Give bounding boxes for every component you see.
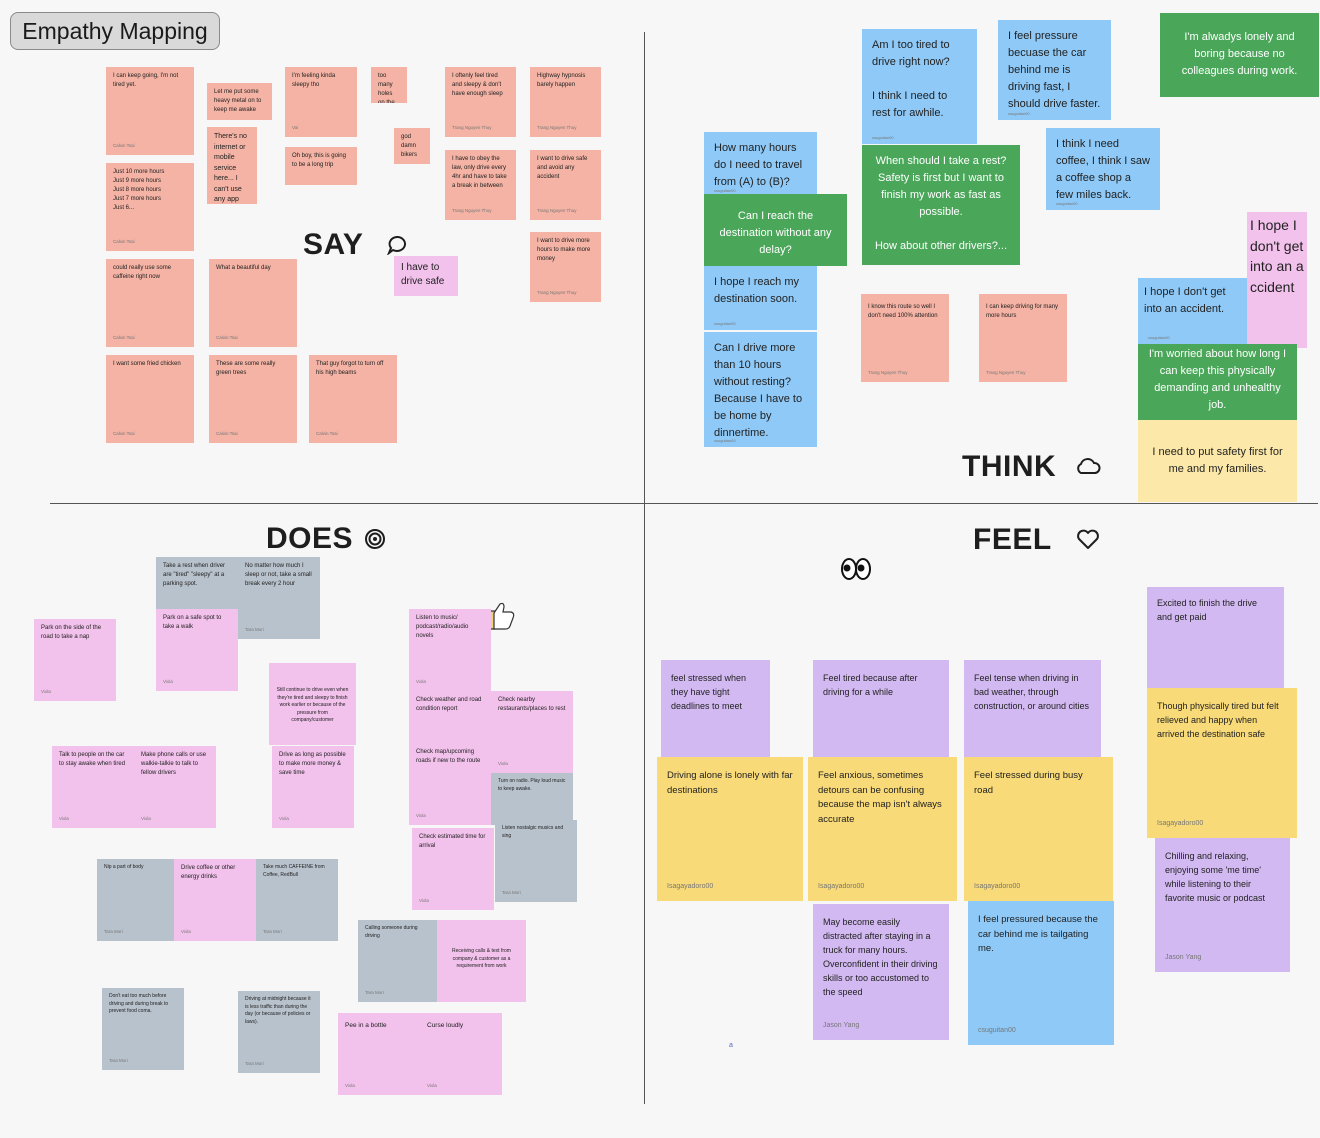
sticky-note[interactable]: Can I reach the destination without any … <box>704 194 847 266</box>
sticky-note[interactable]: I hope I don't get into an accident.csug… <box>1138 278 1247 344</box>
board-title[interactable]: Empathy Mapping <box>10 12 220 50</box>
sticky-note[interactable]: god damn bikers <box>394 128 430 164</box>
sticky-note[interactable]: Excited to finish the drive and get paid <box>1147 587 1284 691</box>
sticky-note[interactable]: too many holes on the road <box>371 67 407 103</box>
sticky-note[interactable]: Driving at midnight because it is less t… <box>238 991 320 1073</box>
sticky-note[interactable]: Feel anxious, sometimes detours can be c… <box>808 757 957 901</box>
sticky-note[interactable]: I have to drive safe <box>394 256 458 296</box>
horizontal-divider <box>50 503 1318 504</box>
section-title-think: THINK <box>962 450 1057 483</box>
sticky-note[interactable]: I want to drive more hours to make more … <box>530 232 601 302</box>
sticky-note[interactable]: I oftenly feel tired and sleepy & don't … <box>445 67 516 137</box>
sticky-note[interactable]: Though physically tired but felt relieve… <box>1147 688 1297 838</box>
sticky-note[interactable]: May become easily distracted after stayi… <box>813 904 949 1040</box>
sticky-note[interactable]: Driving alone is lonely with far destina… <box>657 757 803 901</box>
sticky-note[interactable]: I have to obey the law, only drive every… <box>445 150 516 220</box>
vertical-divider <box>644 32 645 1104</box>
sticky-note[interactable]: No matter how much I sleep or not, take … <box>238 557 320 639</box>
sticky-note[interactable]: Drive as long as possible to make more m… <box>272 746 354 828</box>
sticky-note[interactable]: I know this route so well I don't need 1… <box>861 294 949 382</box>
sticky-note[interactable]: I feel pressured because the car behind … <box>968 901 1114 1045</box>
sticky-note[interactable]: Oh boy, this is going to be a long trip <box>285 147 357 185</box>
sticky-note[interactable]: I feel pressure becuase the car behind m… <box>998 20 1111 120</box>
sticky-note[interactable]: Turn on radio. Play loud music to keep a… <box>491 773 573 825</box>
sticky-note[interactable]: Listen to music/ podcast/radio/audio nov… <box>409 609 491 691</box>
sticky-note[interactable]: Chilling and relaxing, enjoying some 'me… <box>1155 838 1290 972</box>
sticky-note[interactable]: Check weather and road condition report <box>409 691 491 743</box>
sticky-note[interactable]: That guy forgot to turn off his high bea… <box>309 355 397 443</box>
sticky-note[interactable]: When should I take a rest? Safety is fir… <box>862 145 1020 265</box>
heart-icon <box>1077 529 1099 549</box>
sticky-note[interactable]: Don't eat too much before driving and du… <box>102 988 184 1070</box>
sticky-note[interactable]: could really use some caffeine right now… <box>106 259 194 347</box>
sticky-note[interactable]: Park on the side of the road to take a n… <box>34 619 116 701</box>
sticky-note[interactable]: I hope I don't get into an accident <box>1247 212 1307 348</box>
sticky-note[interactable]: Check map/upcoming roads if new to the r… <box>409 743 491 825</box>
sticky-note[interactable]: I hope I reach my destination soon.csugu… <box>704 266 817 330</box>
cloud-icon <box>1077 458 1101 474</box>
speech-bubble-icon <box>387 236 406 255</box>
sticky-note[interactable]: I need to put safety first for me and my… <box>1138 420 1297 502</box>
sticky-note[interactable]: Talk to people on the car to stay awake … <box>52 746 134 828</box>
sticky-note[interactable]: I'm worried about how long I can keep th… <box>1138 344 1297 420</box>
sticky-note[interactable]: Make phone calls or use walkie-talkie to… <box>134 746 216 828</box>
sticky-note[interactable]: Can I drive more than 10 hours without r… <box>704 332 817 447</box>
sticky-note[interactable]: Still continue to drive even when they'r… <box>269 663 356 745</box>
sticky-note[interactable]: There's no internet or mobile service he… <box>207 127 257 204</box>
sticky-note[interactable]: Feel tired because after driving for a w… <box>813 660 949 758</box>
sticky-note[interactable]: Take a rest when driver are "tired" "sle… <box>156 557 238 609</box>
sticky-note[interactable]: I can keep going, I'm not tired yet.Calv… <box>106 67 194 155</box>
sticky-note[interactable]: Am I too tired to drive right now? I thi… <box>862 29 977 144</box>
eyes-emoji[interactable] <box>840 556 872 582</box>
sticky-note[interactable]: I'm alwadys lonely and boring because no… <box>1160 13 1319 97</box>
stray-mark: a <box>729 1042 733 1049</box>
sticky-note[interactable]: Feel tense when driving in bad weather, … <box>964 660 1101 758</box>
section-title-say: SAY <box>303 228 364 261</box>
sticky-note[interactable]: I want to drive safe and avoid any accid… <box>530 150 601 220</box>
sticky-note[interactable]: How many hours do I need to travel from … <box>704 132 817 197</box>
target-icon <box>365 529 385 549</box>
sticky-note[interactable]: I think I need coffee, I think I saw a c… <box>1046 128 1160 210</box>
sticky-note[interactable]: Receiving calls & text from company & cu… <box>437 920 526 1002</box>
section-title-does: DOES <box>266 522 354 555</box>
sticky-note[interactable]: Let me put some heavy metal on to keep m… <box>207 83 272 120</box>
section-title-feel: FEEL <box>973 523 1052 556</box>
sticky-note[interactable]: Just 10 more hours Just 9 more hours Jus… <box>106 163 194 251</box>
sticky-note[interactable]: feel stressed when they have tight deadl… <box>661 660 770 758</box>
